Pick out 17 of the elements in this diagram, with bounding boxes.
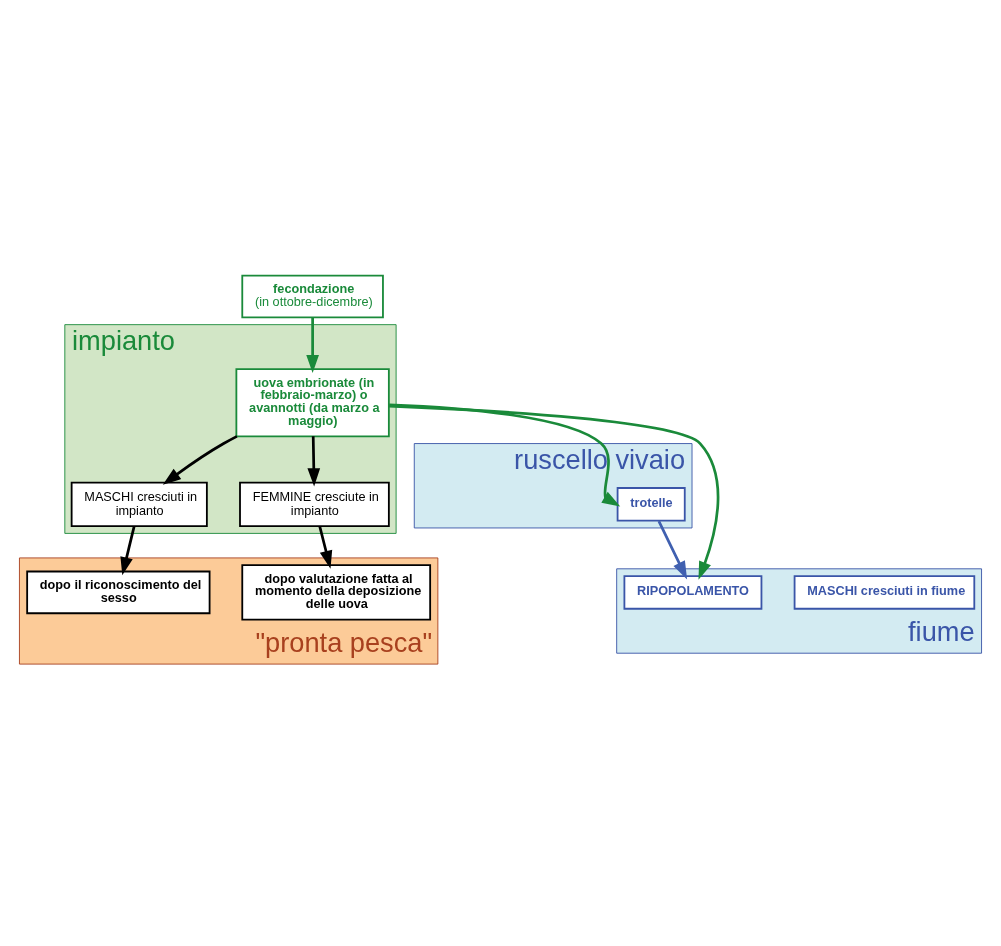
node-box: trotelle	[616, 486, 686, 522]
arrow	[388, 404, 720, 580]
node-box: FEMMINE cresciute in impianto	[239, 481, 390, 527]
arrow	[162, 434, 238, 485]
node-box: MASCHI cresciuti in impianto	[70, 481, 208, 527]
node-box: RIPOPOLAMENTO	[623, 574, 763, 610]
arrow	[657, 520, 688, 579]
node-box: MASCHI cresciuti in fiume	[793, 574, 976, 610]
node-box: uova embrionate (in febbraio-marzo) o avannotti (da marzo a maggio)	[235, 367, 390, 437]
arrow	[389, 402, 621, 506]
arrow	[120, 525, 136, 575]
node-box: dopo il riconoscimento del sesso	[26, 570, 211, 614]
node-box: fecondazione (in ottobre-dicembre)	[241, 274, 384, 318]
arrow	[318, 525, 333, 569]
arrow	[306, 317, 319, 373]
arrow	[307, 435, 321, 486]
node-box: dopo valutazione fatta al momento della deposizione delle uova	[241, 563, 432, 621]
